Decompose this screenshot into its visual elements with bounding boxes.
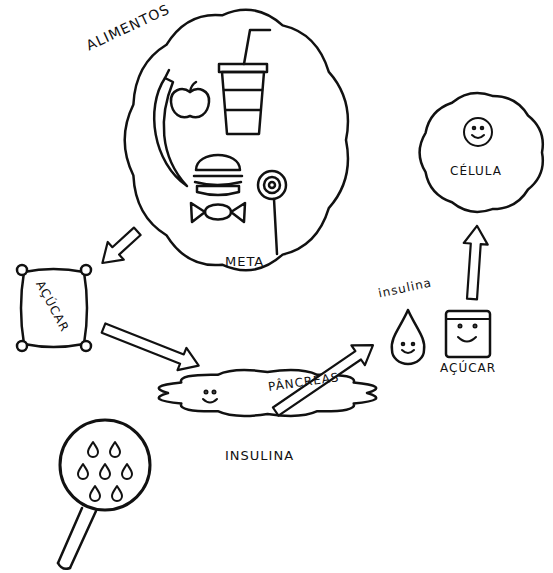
magnifier-circle: INSULINA	[55, 415, 340, 515]
handle-line	[58, 508, 82, 563]
cup-straw	[244, 30, 270, 64]
arrow-outline	[102, 228, 140, 263]
food-cloud-outline	[125, 10, 348, 271]
cell-blob: CÉLULA	[412, 85, 552, 220]
sugar-cube: AÇÚCAR	[438, 305, 500, 380]
cell-blob-outline	[420, 93, 543, 212]
hollow-arrow	[102, 323, 199, 370]
cell-blob-outline	[412, 85, 552, 220]
hollow-arrow	[464, 226, 488, 300]
sack-knot	[81, 265, 91, 275]
face-eye	[481, 127, 484, 130]
sack-knot	[17, 341, 27, 351]
lollipop-spiral	[269, 182, 275, 188]
drop-icon	[100, 464, 110, 479]
sugar-sack-outline	[21, 269, 87, 347]
pancreas-cloud-outline	[159, 370, 376, 416]
handle-end	[58, 563, 70, 569]
face-eye	[402, 343, 405, 346]
face-circle	[464, 118, 492, 146]
face-eye	[459, 325, 462, 328]
drop-icon	[110, 442, 120, 457]
cup-stripe	[224, 90, 262, 110]
hollow-arrow	[273, 345, 373, 416]
handle-line	[70, 511, 96, 568]
drop-icon	[112, 486, 122, 501]
face-eye	[473, 127, 476, 130]
cup-icon	[222, 72, 264, 134]
candy-icon	[205, 205, 231, 220]
cube-face	[446, 319, 490, 342]
magnifier-circle-outline	[60, 420, 150, 510]
face-smile	[458, 337, 476, 342]
candy-twist	[191, 203, 245, 222]
arrow-outline	[102, 323, 199, 370]
arrow-outline	[464, 226, 488, 300]
sugar-cube-outline	[446, 311, 490, 357]
face-eye	[213, 391, 216, 394]
banana-stem	[165, 70, 169, 78]
sugar-sack: AÇÚCAR	[8, 262, 98, 354]
drop-face	[402, 343, 415, 353]
face-eye	[412, 343, 415, 346]
lollipop-spiral	[264, 177, 280, 193]
food-cloud: ALIMENTOSMETA	[115, 0, 360, 280]
node-label: ALIMENTOS	[84, 2, 172, 54]
face-eye	[205, 391, 208, 394]
node-label: insulina	[377, 276, 433, 300]
banana-icon	[154, 78, 187, 186]
insulin-drops	[78, 442, 132, 501]
sack-knot	[17, 265, 27, 275]
drop-icon	[122, 464, 132, 479]
sack-knot	[81, 341, 91, 351]
lollipop-icon	[258, 171, 286, 199]
cell-face	[464, 118, 492, 146]
lollipop-stick	[274, 199, 277, 254]
drop-icon	[88, 442, 98, 457]
face-smile	[402, 350, 414, 353]
node-label: META	[225, 255, 264, 269]
drop-icon	[90, 486, 100, 501]
apple-icon	[171, 89, 209, 117]
pancreas-face	[203, 391, 217, 403]
hollow-arrow	[102, 228, 140, 263]
apple-stem	[190, 82, 196, 92]
node-label: AÇÚCAR	[440, 362, 496, 375]
burger-bottom	[197, 186, 239, 195]
food-icons	[154, 30, 286, 254]
arrow-outline	[273, 345, 373, 416]
food-cloud-outline	[115, 0, 360, 280]
pancreas-cloud: PÂNCREAS	[160, 362, 375, 424]
insulin-drop: insulina	[378, 280, 436, 364]
pancreas-cloud-outline	[160, 362, 375, 424]
cube-edge	[446, 318, 490, 320]
node-label: INSULINA	[225, 449, 294, 463]
face-smile	[203, 399, 217, 403]
node-label: CÉLULA	[450, 165, 502, 178]
burger-patty	[194, 176, 242, 185]
magnifier-handle	[58, 508, 96, 569]
magnifier-circle-outline	[55, 415, 340, 515]
face-smile	[472, 135, 484, 138]
cup-lid	[219, 64, 267, 72]
drop-icon	[78, 464, 88, 479]
insulin-drop-outline	[392, 310, 425, 364]
burger-bun	[196, 155, 240, 170]
face-eye	[474, 325, 477, 328]
